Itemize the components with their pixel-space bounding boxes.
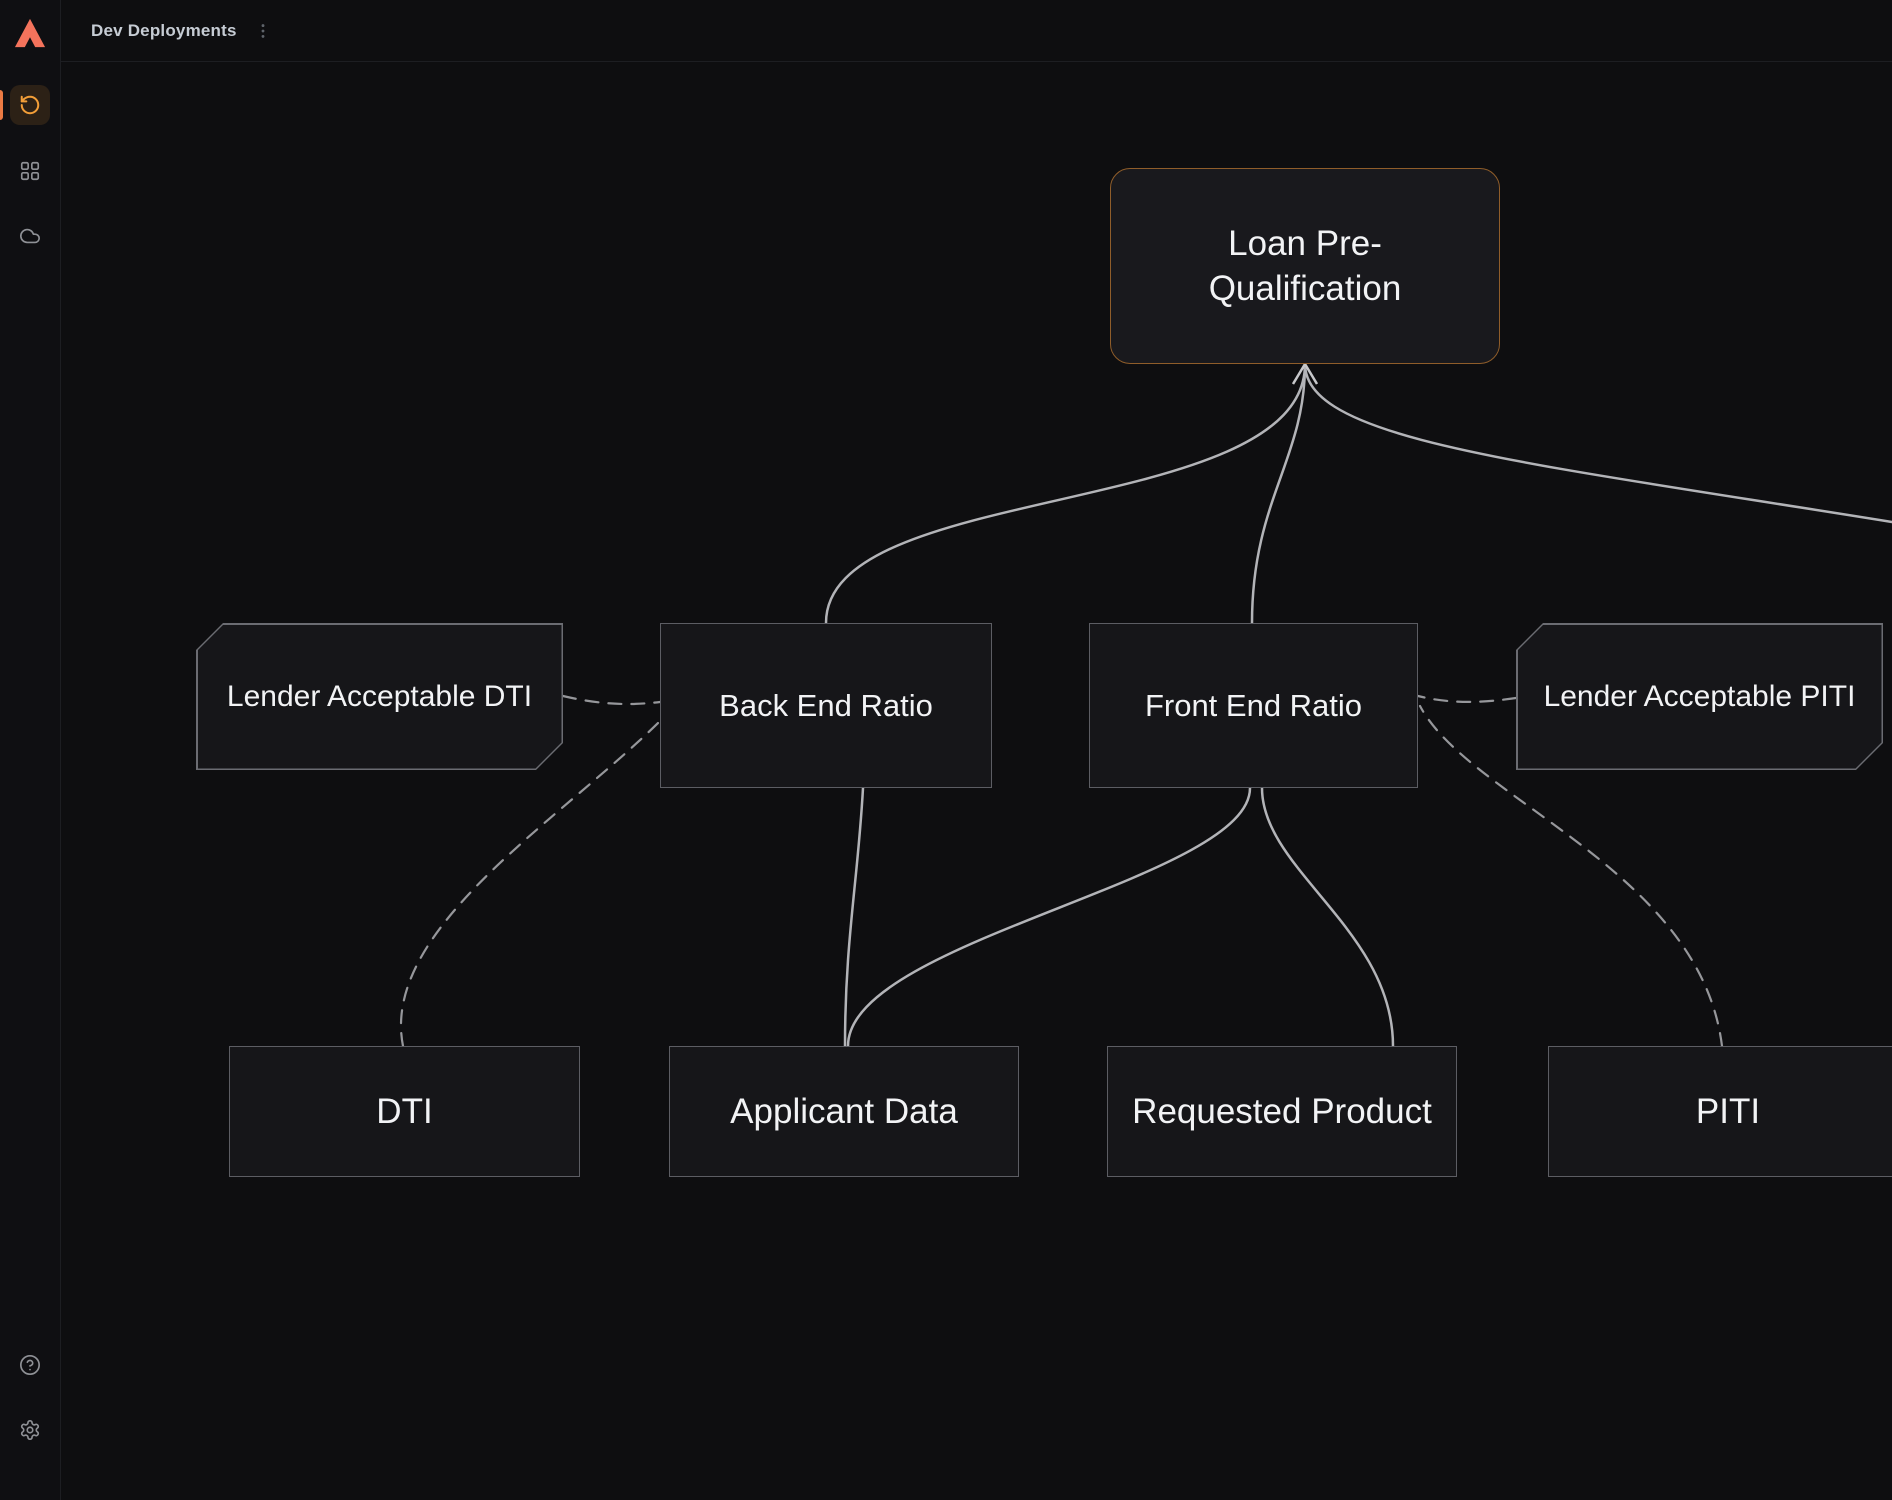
node-front-end-ratio[interactable]: Front End Ratio bbox=[1089, 623, 1418, 788]
edge-applicant-to-frontend bbox=[846, 786, 1252, 1048]
app-logo[interactable] bbox=[11, 13, 49, 53]
node-lender-acceptable-dti[interactable]: Lender Acceptable DTI bbox=[196, 623, 563, 770]
edge-applicant-to-backend bbox=[843, 786, 865, 1048]
settings-gear-icon bbox=[20, 1420, 40, 1440]
edge-dti-to-backend bbox=[399, 720, 661, 1048]
cloud-icon bbox=[20, 228, 40, 244]
node-label: Lender Acceptable DTI bbox=[226, 679, 533, 713]
kebab-vertical-icon bbox=[261, 23, 265, 38]
edge-frontend-to-loan bbox=[1250, 362, 1307, 625]
sidebar bbox=[0, 0, 61, 1500]
node-label: Lender Acceptable PITI bbox=[1543, 679, 1856, 713]
node-label: Front End Ratio bbox=[1144, 687, 1363, 723]
history-icon bbox=[20, 95, 40, 115]
node-label: Loan Pre-Qualification bbox=[1208, 223, 1402, 309]
sidebar-item-help[interactable] bbox=[10, 1345, 50, 1385]
page-title: Dev Deployments bbox=[91, 20, 237, 40]
node-lender-acceptable-piti[interactable]: Lender Acceptable PITI bbox=[1516, 623, 1883, 770]
sidebar-item-history[interactable] bbox=[10, 85, 50, 125]
apps-grid-icon bbox=[20, 161, 40, 181]
kebab-menu-button[interactable] bbox=[251, 19, 275, 43]
arrowhead-up-icon bbox=[1291, 361, 1319, 385]
top-bar: Dev Deployments bbox=[61, 0, 1892, 62]
help-icon bbox=[20, 1355, 40, 1375]
node-label: PITI bbox=[1695, 1091, 1761, 1131]
node-requested-product[interactable]: Requested Product bbox=[1107, 1046, 1457, 1177]
edge-offscreen-to-loan bbox=[1303, 362, 1892, 524]
node-label: Applicant Data bbox=[730, 1091, 958, 1131]
edge-backend-to-loan bbox=[824, 362, 1307, 625]
active-nav-indicator bbox=[0, 90, 3, 120]
edge-piti-to-frontend bbox=[1418, 704, 1724, 1048]
node-piti[interactable]: PITI bbox=[1548, 1046, 1892, 1177]
sidebar-item-settings[interactable] bbox=[10, 1410, 50, 1450]
node-fill bbox=[1518, 625, 1882, 769]
node-back-end-ratio[interactable]: Back End Ratio bbox=[660, 623, 992, 788]
node-dti[interactable]: DTI bbox=[229, 1046, 580, 1177]
node-label: Requested Product bbox=[1132, 1091, 1432, 1131]
node-loan-pre-qualification[interactable]: Loan Pre-Qualification bbox=[1110, 168, 1500, 364]
arize-logo-icon bbox=[14, 18, 46, 48]
sidebar-item-cloud[interactable] bbox=[10, 216, 50, 256]
sidebar-item-apps[interactable] bbox=[10, 151, 50, 191]
edge-lenderpiti-to-frontend bbox=[1416, 694, 1518, 703]
node-fill bbox=[198, 625, 562, 769]
node-applicant-data[interactable]: Applicant Data bbox=[669, 1046, 1019, 1177]
node-label: Back End Ratio bbox=[719, 687, 933, 723]
node-label: DTI bbox=[376, 1091, 433, 1131]
edge-requested-to-frontend bbox=[1260, 786, 1395, 1048]
edge-lenderdti-to-backend bbox=[561, 694, 662, 706]
